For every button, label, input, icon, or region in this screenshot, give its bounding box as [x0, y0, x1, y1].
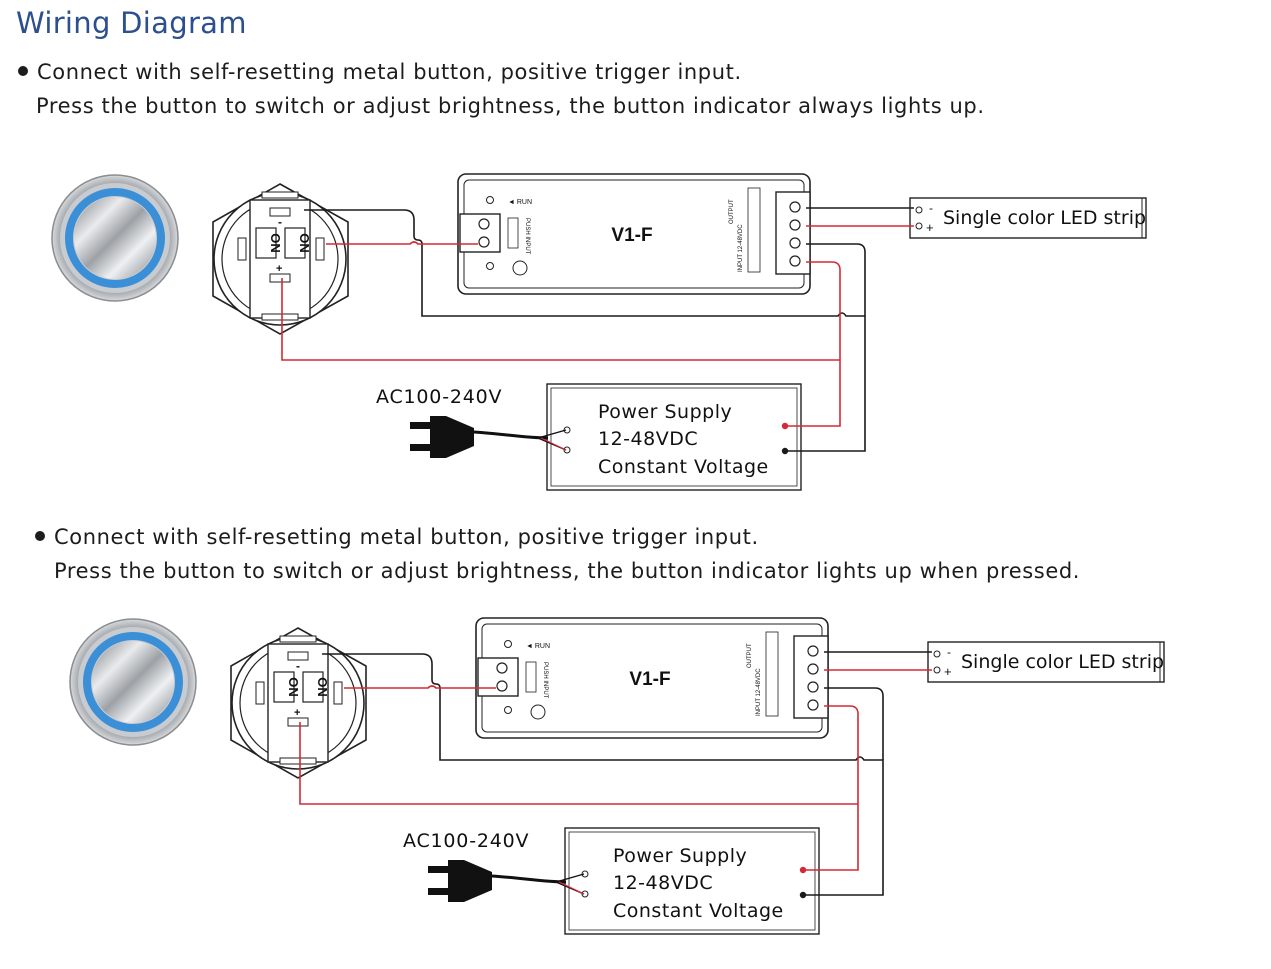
push-input-label: PUSH INPUT	[542, 662, 548, 699]
section-2-line-2: Press the button to switch or adjust bri…	[54, 559, 1081, 583]
run-label: ◄ RUN	[508, 199, 532, 206]
input-rating-label: INPUT 12-48VDC	[756, 668, 762, 716]
ac-voltage-label: AC100-240V	[376, 386, 502, 408]
output-label: OUTPUT	[729, 199, 735, 224]
switch-on-label: ON	[286, 677, 301, 697]
section-2-line-1: Connect with self-resetting metal button…	[35, 525, 759, 549]
switch-plus-label: +	[276, 263, 282, 275]
led-strip-label: Single color LED strip	[943, 207, 1146, 229]
wiring-diagram-1: V1-F ◄ RUN PUSH INPUT OUTPUT INPUT 12-48…	[0, 166, 1271, 506]
switch-on-label: ON	[297, 233, 312, 253]
output-label: OUTPUT	[747, 643, 753, 668]
strip-plus-label: +	[926, 220, 934, 235]
strip-plus-label: +	[944, 664, 952, 679]
wiring-diagram-2: V1-F ◄ RUN PUSH INPUT OUTPUT INPUT 12-48…	[0, 610, 1271, 950]
strip-minus-label: -	[947, 645, 951, 659]
section-1-line-2: Press the button to switch or adjust bri…	[36, 94, 985, 118]
switch-minus-label: -	[296, 659, 300, 673]
psu-line-3: Constant Voltage	[598, 456, 769, 478]
controller-model-label: V1-F	[629, 669, 670, 690]
run-label: ◄ RUN	[526, 643, 550, 650]
psu-line-2: 12-48VDC	[613, 872, 713, 894]
switch-on-label: ON	[315, 677, 330, 697]
psu-line-1: Power Supply	[613, 845, 747, 867]
switch-minus-label: -	[278, 215, 282, 229]
switch-plus-label: +	[294, 707, 300, 719]
section-1-line-1: Connect with self-resetting metal button…	[18, 60, 742, 84]
controller-model-label: V1-F	[611, 225, 652, 246]
bullet-icon	[35, 531, 45, 541]
push-input-label: PUSH INPUT	[524, 218, 530, 255]
switch-on-label: ON	[268, 233, 283, 253]
psu-line-2: 12-48VDC	[598, 428, 698, 450]
led-strip-label: Single color LED strip	[961, 651, 1164, 673]
psu-line-3: Constant Voltage	[613, 900, 784, 922]
strip-minus-label: -	[929, 201, 933, 215]
ac-voltage-label: AC100-240V	[403, 830, 529, 852]
psu-line-1: Power Supply	[598, 401, 732, 423]
page-title: Wiring Diagram	[16, 6, 247, 40]
input-rating-label: INPUT 12-48VDC	[738, 224, 744, 272]
bullet-icon	[18, 66, 28, 76]
